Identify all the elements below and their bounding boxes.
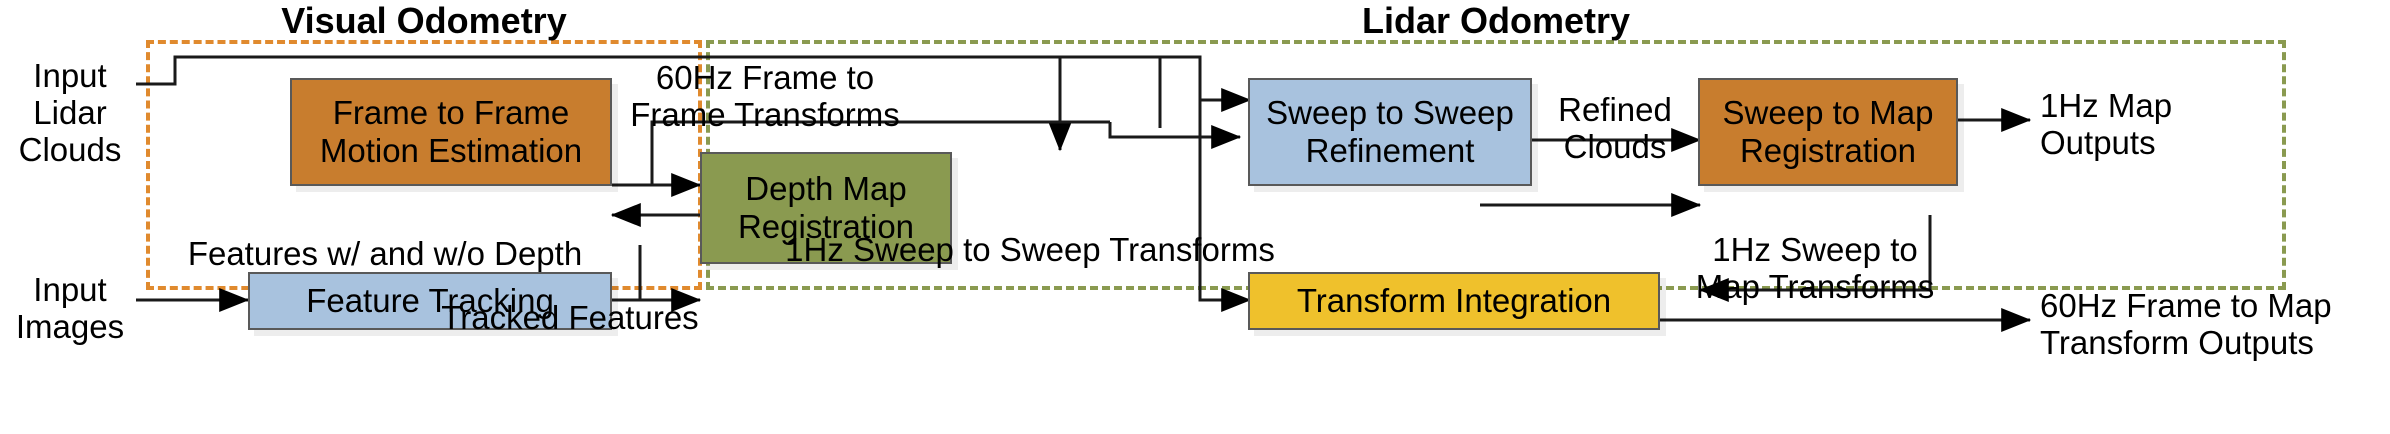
label-features-with-without-depth: Features w/ and w/o Depth	[187, 235, 583, 272]
label-1hz-map-outputs: 1Hz Map Outputs	[2040, 87, 2173, 161]
node-frame-to-frame-motion-estimation[interactable]: Frame to Frame Motion Estimation	[290, 78, 612, 186]
node-line-1: Sweep to Sweep	[1266, 93, 1514, 131]
node-sweep-to-map-registration[interactable]: Sweep to Map Registration	[1698, 78, 1958, 186]
node-transform-integration[interactable]: Transform Integration	[1248, 272, 1660, 330]
node-line-1: Frame to Frame	[332, 93, 570, 131]
node-sweep-to-sweep-refinement[interactable]: Sweep to Sweep Refinement	[1248, 78, 1532, 186]
label-60hz-frame-to-map-transform-outputs: 60Hz Frame to Map Transform Outputs	[2040, 287, 2332, 361]
node-line-2: Refinement	[1305, 132, 1475, 169]
label-tracked-features: Tracked Features	[441, 299, 699, 336]
title-visual-odometry: Visual Odometry	[281, 0, 567, 41]
label-refined-clouds: Refined Clouds	[1558, 91, 1672, 165]
node-line-2: Motion Estimation	[319, 132, 583, 169]
node-line-1: Feature Tracking	[306, 281, 554, 319]
label-input-images: Input Images	[15, 271, 125, 345]
node-line-2: Registration	[1739, 132, 1917, 169]
node-line-1: Depth Map	[745, 169, 907, 207]
label-input-lidar-clouds: Input Lidar Clouds	[18, 57, 122, 168]
node-line-1: Transform Integration	[1296, 281, 1612, 319]
node-depth-map-registration[interactable]: Depth Map Registration	[700, 152, 952, 264]
node-line-1: Sweep to Map	[1722, 93, 1934, 131]
label-1hz-sweep-to-map-transforms: 1Hz Sweep to Map Transforms	[1695, 231, 1935, 305]
label-1hz-sweep-to-sweep-transforms: 1Hz Sweep to Sweep Transforms	[785, 231, 1275, 268]
title-lidar-odometry: Lidar Odometry	[1361, 0, 1631, 41]
node-feature-tracking[interactable]: Feature Tracking	[248, 272, 612, 330]
node-line-2: Registration	[737, 208, 915, 245]
label-60hz-frame-transforms: 60Hz Frame to Frame Transforms	[630, 59, 900, 133]
